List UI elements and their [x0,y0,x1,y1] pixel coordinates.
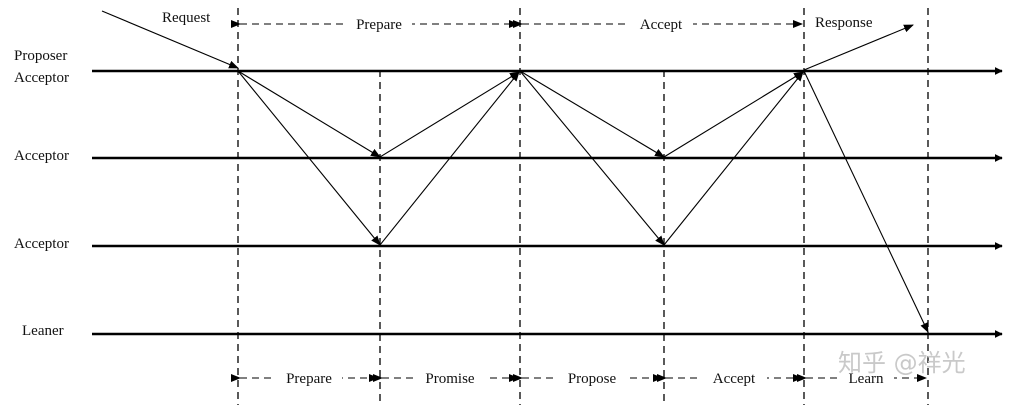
message-accept-acceptor-2 [663,71,804,246]
phase-label-accept: Accept [713,371,756,387]
message-request [101,10,239,69]
role-label-leaner: Leaner [22,323,64,339]
message-promise-acceptor-1 [379,71,520,158]
message-accept-acceptor-1 [663,71,804,158]
phase-label-prepare: Prepare [286,371,332,387]
role-label-proposer: Proposer [14,48,67,64]
message-learn [803,70,929,333]
phase-label-promise: Promise [425,371,475,387]
message-prepare-acceptor-2 [237,70,381,246]
role-label-acceptor-bottom: Acceptor [14,236,69,252]
role-label-acceptor-top: Acceptor [14,70,69,86]
message-propose-acceptor-1 [519,70,665,158]
top-label-request: Request [162,10,211,26]
message-response [803,24,914,71]
message-prepare-acceptor-1 [237,70,381,158]
message-promise-acceptor-2 [379,71,520,246]
top-label-accept: Accept [640,17,683,33]
top-label-prepare: Prepare [356,17,402,33]
phase-label-learn: Learn [849,371,884,387]
top-label-response: Response [815,15,873,31]
phase-label-propose: Propose [568,371,617,387]
message-propose-acceptor-2 [519,70,665,246]
role-label-acceptor-middle: Acceptor [14,148,69,164]
watermark-text: 知乎 @祥光 [838,349,966,377]
